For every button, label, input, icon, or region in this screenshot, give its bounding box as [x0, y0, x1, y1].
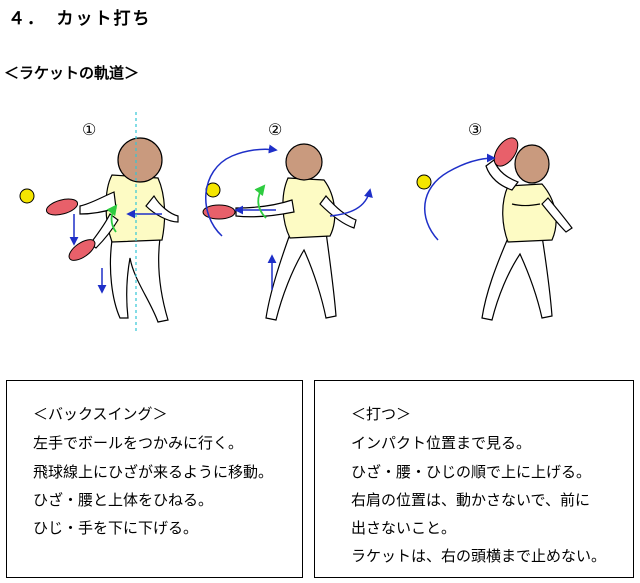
swing-path-arrow-icon — [424, 153, 496, 241]
head — [514, 144, 550, 184]
step-number-2: ② — [268, 120, 283, 139]
backswing-title: ＜バックスイング＞ — [33, 405, 168, 423]
backswing-line: ひざ・腰と上体をひねる。 — [33, 491, 214, 509]
swing-path-arrow-icon — [205, 144, 278, 237]
ball-icon — [416, 174, 432, 190]
torso — [105, 174, 166, 243]
backswing-line: ひじ・手を下に下げる。 — [33, 519, 199, 537]
torso — [502, 183, 557, 243]
legs — [265, 231, 337, 321]
free-arm — [145, 194, 179, 223]
backswing-line: 左手でボールをつかみに行く。 — [33, 434, 244, 452]
rotation-arrow-icon — [254, 184, 267, 219]
hit-box: ＜打つ＞ インパクト位置まで見る。 ひざ・腰・ひじの順で上に上げる。 右肩の位置… — [314, 380, 634, 578]
figure-1-backswing — [19, 112, 179, 332]
hit-line: ラケットは、右の頭横まで止めない。 — [351, 547, 607, 565]
racket-icon — [45, 198, 79, 216]
hit-line: 右肩の位置は、動かさないで、前に — [351, 491, 590, 509]
hit-line: インパクト位置まで見る。 — [351, 434, 532, 452]
step-number-3: ③ — [468, 120, 483, 139]
free-arm — [541, 197, 573, 233]
ball-icon — [19, 188, 35, 204]
section-heading: ４． カット打ち — [8, 9, 152, 29]
torso — [282, 177, 336, 239]
backswing-line: 飛球線上にひざが来るように移動。 — [33, 463, 274, 481]
hit-line: ひざ・腰・ひじの順で上に上げる。 — [351, 463, 592, 481]
figure-3-follow-through — [416, 137, 573, 321]
stroke-illustration — [19, 112, 573, 332]
racket-icon — [68, 239, 96, 261]
free-arm — [319, 195, 357, 229]
hit-title: ＜打つ＞ — [351, 405, 412, 423]
backswing-box: ＜バックスイング＞ 左手でボールをつかみに行く。 飛球線上にひざが来るように移動… — [6, 380, 303, 578]
elbow-line — [511, 203, 541, 207]
arrow-icon — [329, 188, 373, 217]
racket-trajectory-heading: ＜ラケットの軌道＞ — [4, 64, 140, 82]
figure-2-hitting — [202, 143, 373, 321]
head — [285, 143, 323, 181]
legs — [481, 235, 553, 321]
head — [117, 137, 163, 183]
hit-line: 出さないこと。 — [351, 519, 457, 537]
racket-icon — [493, 137, 519, 167]
racket-arm — [235, 199, 295, 218]
legs — [109, 237, 169, 323]
step-number-1: ① — [82, 120, 97, 139]
rotation-arrow-icon — [106, 204, 118, 233]
